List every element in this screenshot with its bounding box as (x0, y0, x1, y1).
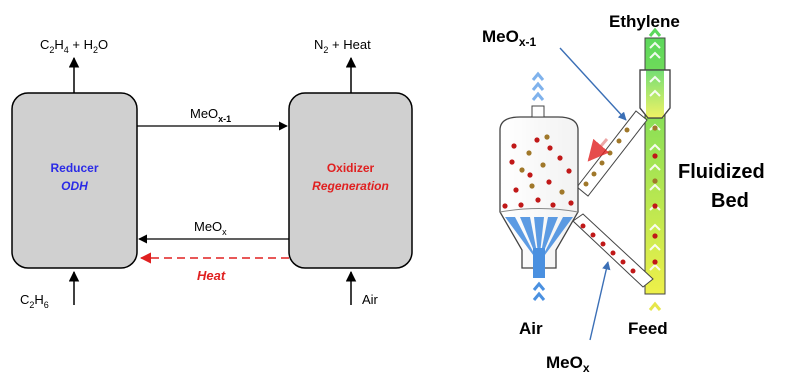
reducer-input-label: C2H6 (20, 292, 49, 310)
air-exhaust-chevrons (531, 71, 545, 101)
upper-pipe-particles (583, 127, 630, 187)
meox-transfer-label: MeOx (194, 219, 227, 237)
oxidizer-title: Oxidizer (327, 161, 375, 175)
lower-pipe-particles (580, 223, 636, 274)
air-label: Air (519, 319, 543, 338)
air-inlet-chevrons (532, 281, 546, 301)
reducer-subtitle: ODH (61, 179, 88, 193)
riser-particles (652, 125, 658, 265)
riser-flow-chevrons (649, 41, 661, 271)
oxidizer-subtitle: Regeneration (312, 179, 389, 193)
reducer-title: Reducer (50, 161, 98, 175)
meox-pointer (589, 261, 611, 341)
vessel-particles (502, 134, 574, 209)
reducer-output-label: C2H4 + H2O (40, 37, 108, 55)
bed-label: Bed (711, 190, 749, 212)
right-fluidized-bed-diagram: Ethylene MeOx-1 Fluidized Bed Air Feed M… (482, 12, 765, 375)
ethylene-chevrons (648, 27, 662, 37)
oxidizer-output-label: N2 + Heat (314, 37, 371, 55)
feed-label: Feed (628, 319, 668, 338)
meox-label: MeOx (546, 353, 590, 375)
distributor-plate (499, 208, 579, 213)
riser-cyclone-outline (639, 69, 671, 119)
fluidized-label: Fluidized (678, 161, 765, 183)
feed-chevrons (648, 301, 662, 311)
solids-flow-arrow (587, 138, 610, 162)
meox1-label: MeOx-1 (482, 27, 537, 49)
heat-transfer-label: Heat (197, 268, 226, 283)
air-distributor (505, 217, 573, 278)
left-process-diagram: Reducer ODH Oxidizer Regeneration C2H4 +… (11, 37, 413, 310)
oxidizer-input-label: Air (362, 292, 379, 307)
ethylene-label: Ethylene (609, 12, 680, 31)
meox1-pointer (559, 47, 627, 121)
meox1-transfer-label: MeOx-1 (190, 106, 231, 124)
vessel-top-nozzle (531, 105, 545, 118)
